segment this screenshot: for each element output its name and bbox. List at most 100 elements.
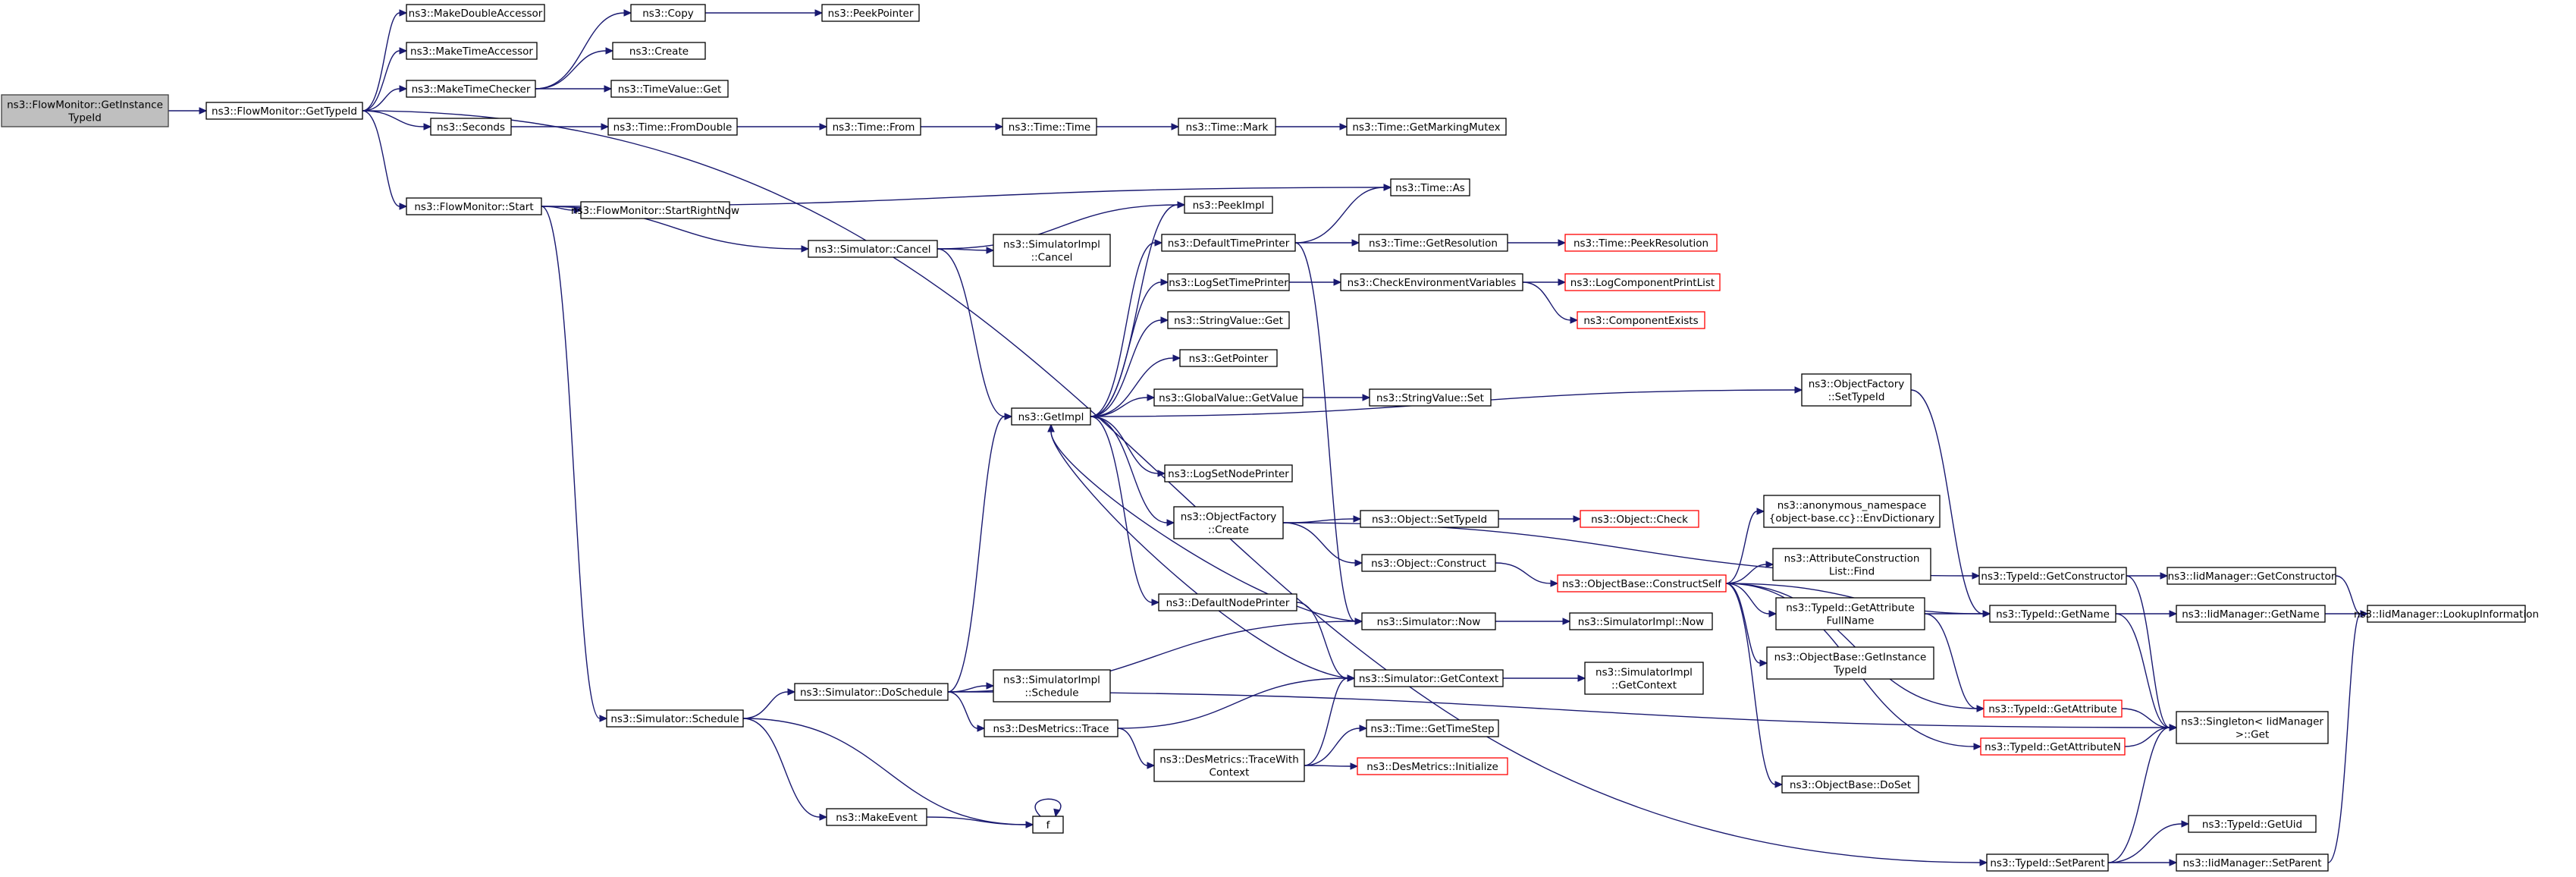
function-node[interactable]: ns3::DesMetrics::Trace [984, 719, 1119, 737]
function-node[interactable]: ns3::TypeId::GetName [1989, 605, 2116, 623]
function-node[interactable]: ns3::Simulator::DoSchedule [794, 683, 949, 701]
node-label: ns3::IidManager::LookupInformation [2354, 608, 2539, 621]
function-node[interactable]: ns3::Object::Construct [1361, 554, 1496, 572]
function-node[interactable]: ns3::Copy [630, 4, 706, 22]
function-node[interactable]: ns3::IidManager::GetName [2176, 605, 2326, 623]
node-label: ns3::SimulatorImpl [1595, 667, 1693, 679]
function-node[interactable]: ns3::Seconds [430, 118, 512, 136]
function-node[interactable]: ns3::Time::From [826, 118, 921, 136]
function-node[interactable]: ns3::LogComponentPrintList [1564, 273, 1721, 291]
node-box [612, 42, 706, 60]
function-node[interactable]: ns3::LogSetTimePrinter [1167, 273, 1290, 291]
function-node[interactable]: ns3::DefaultTimePrinter [1161, 234, 1296, 252]
function-node[interactable]: ns3::SimulatorImpl::Schedule [993, 669, 1111, 703]
edge-arrowhead [1333, 278, 1342, 286]
function-node[interactable]: ns3::anonymous_namespace{object-base.cc}… [1763, 495, 1941, 528]
function-node[interactable]: ns3::Time::Mark [1178, 118, 1276, 136]
function-node[interactable]: ns3::SimulatorImpl::Cancel [993, 234, 1111, 267]
edge-arrowhead [399, 203, 408, 210]
function-node[interactable]: f [1032, 816, 1064, 834]
function-node[interactable]: ns3::TypeId::GetAttribute [1983, 699, 2123, 718]
function-node[interactable]: ns3::DefaultNodePrinter [1158, 593, 1297, 611]
function-node[interactable]: ns3::Time::FromDouble [607, 118, 738, 136]
function-node[interactable]: ns3::Simulator::Now [1361, 612, 1496, 630]
function-node[interactable]: ns3::PeekPointer [821, 4, 920, 22]
function-node[interactable]: ns3::TimeValue::Get [610, 80, 729, 98]
call-edge [2107, 820, 2190, 863]
function-node[interactable]: ns3::ComponentExists [1577, 311, 1705, 329]
function-node[interactable]: ns3::Singleton< IidManager >::Get [2176, 711, 2329, 744]
function-node[interactable]: ns3::DesMetrics::Initialize [1357, 757, 1508, 775]
function-node[interactable]: ns3::GetPointer [1179, 349, 1278, 367]
edge-arrowhead [801, 245, 810, 253]
function-node[interactable]: ns3::Time::PeekResolution [1564, 234, 1718, 252]
function-node[interactable]: ns3::TypeId::GetConstructor [1978, 567, 2127, 585]
function-node[interactable]: ns3::SimulatorImpl::GetContext [1584, 662, 1704, 695]
function-node[interactable]: ns3::FlowMonitor::StartRightNow [571, 201, 739, 219]
call-edge [1047, 423, 1355, 679]
function-node[interactable]: ns3::MakeTimeChecker [406, 80, 536, 98]
node-label: ns3::Time::FromDouble [613, 121, 733, 134]
edge-line [1495, 562, 1552, 584]
function-node[interactable]: ns3::GlobalValue::GetValue [1153, 388, 1304, 407]
function-node[interactable]: ns3::Simulator::Schedule [606, 709, 744, 728]
function-node[interactable]: ns3::MakeTimeAccessor [406, 42, 538, 60]
function-node[interactable]: ns3::ObjectBase::DoSet [1781, 775, 1919, 794]
function-node[interactable]: ns3::Object::SetTypeId [1360, 510, 1499, 528]
function-node[interactable]: ns3::TypeId::SetParent [1986, 853, 2109, 872]
function-node[interactable]: ns3::Simulator::GetContext [1354, 669, 1504, 687]
call-edge [1924, 613, 1985, 712]
edge-arrowhead [995, 123, 1004, 130]
function-node[interactable]: ns3::IidManager::SetParent [2176, 853, 2329, 872]
edge-arrowhead [399, 9, 408, 17]
function-node[interactable]: ns3::Time::GetTimeStep [1366, 719, 1499, 737]
node-box [1032, 816, 1064, 834]
function-node[interactable]: ns3::Time::GetResolution [1358, 234, 1508, 252]
edge-line [1294, 187, 1385, 244]
edge-line [1090, 416, 1168, 523]
function-node[interactable]: ns3::Time::As [1390, 178, 1470, 196]
node-box [206, 102, 363, 120]
node-box [580, 201, 730, 219]
call-edge [1304, 762, 1359, 770]
function-node[interactable]: ns3::ObjectFactory::Create [1173, 506, 1284, 539]
function-node[interactable]: ns3::FlowMonitor::Start [406, 197, 542, 215]
call-edge [1725, 508, 1765, 584]
edge-arrowhead [787, 688, 796, 696]
edge-arrowhead [977, 725, 986, 732]
edge-line [362, 110, 400, 207]
call-edge [947, 691, 986, 732]
function-node[interactable]: ns3::ObjectBase::ConstructSelf [1557, 574, 1727, 593]
function-node[interactable]: ns3::TypeId::GetAttributeN [1980, 737, 2126, 756]
function-node[interactable]: ns3::Simulator::Cancel [808, 240, 938, 258]
function-node[interactable]: ns3::CheckEnvironmentVariables [1340, 273, 1523, 291]
function-node[interactable]: ns3::MakeDoubleAccessor [406, 4, 545, 22]
function-node[interactable]: ns3::PeekImpl [1184, 196, 1273, 214]
function-node[interactable]: ns3::Object::Check [1580, 510, 1699, 528]
function-node[interactable]: ns3::MakeEvent [826, 808, 927, 826]
function-node[interactable]: ns3::Time::GetMarkingMutex [1346, 118, 1507, 136]
function-node[interactable]: ns3::ObjectFactory::SetTypeId [1801, 373, 1912, 407]
function-node[interactable]: ns3::IidManager::GetConstructor [2167, 567, 2336, 585]
node-label: ns3::TypeId::GetName [1996, 608, 2110, 621]
function-node[interactable]: ns3::GetImpl [1011, 407, 1091, 426]
function-node[interactable]: ns3::FlowMonitor::GetTypeId [206, 102, 363, 120]
node-box [808, 240, 938, 258]
function-node[interactable]: ns3::TypeId::GetUid [2188, 815, 2317, 833]
function-node[interactable]: ns3::SimulatorImpl::Now [1569, 612, 1713, 630]
function-node[interactable]: ns3::IidManager::LookupInformation [2354, 605, 2539, 623]
call-edge [541, 206, 608, 722]
function-node[interactable]: ns3::Create [612, 42, 706, 60]
call-edge [2126, 575, 2178, 731]
call-edge [1507, 239, 1567, 247]
function-node[interactable]: ns3::Time::Time [1002, 118, 1097, 136]
function-node[interactable]: ns3::StringValue::Set [1369, 388, 1492, 407]
function-node[interactable]: ns3::StringValue::Get [1167, 311, 1290, 329]
function-node[interactable]: ns3::LogSetNodePrinter [1164, 464, 1293, 483]
